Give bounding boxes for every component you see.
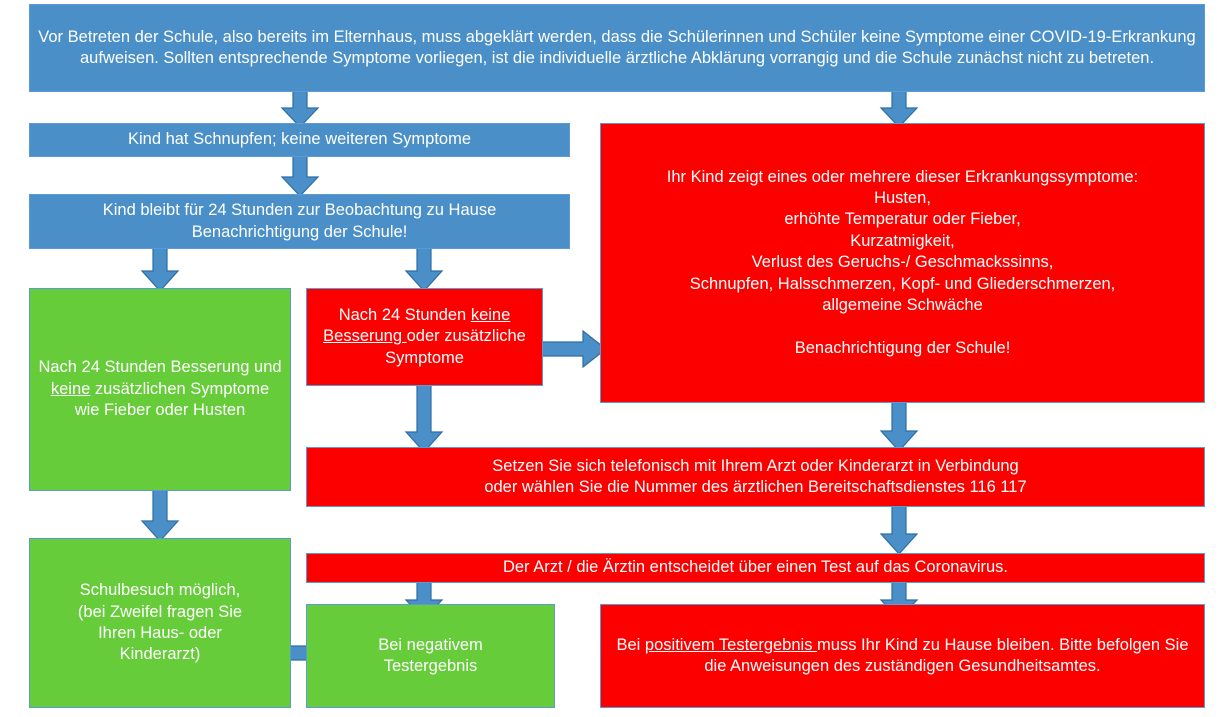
node-bleibt-zuhause[interactable]: Kind bleibt für 24 Stunden zur Beobachtu… (29, 194, 570, 249)
node-besserung-underlined: keine (50, 379, 91, 398)
arrow-symptome-to-arzt (879, 399, 919, 452)
node-positiv-part1: Bei (616, 635, 645, 654)
node-keine-besserung-underlined: keine Besserung (323, 305, 511, 346)
node-arzt-anrufen-line2: oder wählen Sie die Nummer des ärztliche… (484, 478, 1027, 496)
node-bleibt-zuhause-line1: Kind bleibt für 24 Stunden zur Beobachtu… (102, 201, 497, 220)
node-besserung[interactable]: Nach 24 Stunden Besserung und keine zusä… (29, 288, 291, 491)
node-negativ-line1: Bei negativem (378, 635, 483, 654)
arrow-intro-to-symptome (879, 85, 919, 128)
node-symptome-item-4: Schnupfen, Halsschmerzen, Kopf- und Glie… (689, 274, 1116, 293)
arrow-schnupfen-to-bleibt (280, 154, 320, 197)
arrow-bleibt-to-keine-besserung (404, 245, 444, 292)
node-schulbesuch-line1: Schulbesuch möglich, (79, 581, 241, 600)
arrow-arzt-to-entscheidet (879, 504, 919, 555)
node-symptome-item-1: erhöhte Temperatur oder Fieber, (784, 210, 1021, 229)
node-besserung-part2: zusätzlichen Symptome wie Fieber oder Hu… (74, 379, 270, 420)
arrow-bleibt-to-besserung (140, 245, 180, 292)
arrow-besserung-to-schulbesuch (140, 489, 180, 542)
node-symptome-heading: Ihr Kind zeigt eines oder mehrere dieser… (666, 167, 1139, 186)
arrow-intro-to-schnupfen (280, 85, 320, 128)
node-besserung-part1: Nach 24 Stunden Besserung und (38, 358, 282, 377)
node-arzt-entscheidet-label: Der Arzt / die Ärztin entscheidet über e… (502, 558, 1009, 577)
arrow-keine-besserung-to-arzt (404, 384, 444, 453)
node-arzt-anrufen[interactable]: Setzen Sie sich telefonisch mit Ihrem Ar… (306, 447, 1205, 507)
node-schulbesuch-line2: (bei Zweifel fragen Sie (77, 602, 243, 621)
node-bleibt-zuhause-line2: Benachrichtigung der Schule! (191, 222, 408, 241)
node-negativ-line2: Testergebnis (383, 657, 478, 675)
node-symptome-item-5: allgemeine Schwäche (822, 296, 983, 315)
node-symptome-item-2: Kurzatmigkeit, (850, 231, 955, 250)
node-intro-label: Vor Betreten der Schule, also bereits im… (38, 27, 1196, 67)
node-symptome[interactable]: Ihr Kind zeigt eines oder mehrere dieser… (600, 123, 1205, 403)
node-schulbesuch-line4: Kinderarzt) (119, 645, 201, 664)
node-schnupfen-label: Kind hat Schnupfen; keine weiteren Sympt… (127, 130, 472, 149)
node-keine-besserung-part1: Nach 24 Stunden (338, 305, 471, 324)
node-arzt-entscheidet[interactable]: Der Arzt / die Ärztin entscheidet über e… (306, 553, 1205, 583)
node-negativ[interactable]: Bei negativem Testergebnis (306, 604, 555, 708)
node-schnupfen[interactable]: Kind hat Schnupfen; keine weiteren Sympt… (29, 123, 570, 157)
node-schulbesuch[interactable]: Schulbesuch möglich, (bei Zweifel fragen… (29, 538, 291, 708)
node-symptome-item-3: Verlust des Geruchs-/ Geschmackssinns, (751, 253, 1054, 272)
node-keine-besserung[interactable]: Nach 24 Stunden keine Besserung oder zus… (306, 288, 543, 386)
node-positiv[interactable]: Bei positivem Testergebnis muss Ihr Kind… (600, 604, 1205, 708)
arrow-keine-besserung-to-symptome (540, 329, 607, 369)
node-schulbesuch-line3: Ihren Haus- oder (98, 624, 222, 642)
node-positiv-part2: muss Ihr Kind zu Hause bleiben. Bitte be… (704, 635, 1189, 675)
node-symptome-item-0: Husten, (874, 188, 931, 207)
node-positiv-underlined: positivem Testergebnis (644, 635, 818, 654)
node-symptome-footer: Benachrichtigung der Schule! (794, 339, 1011, 358)
node-keine-besserung-part2: oder zusätzliche Symptome (385, 327, 526, 367)
node-intro[interactable]: Vor Betreten der Schule, also bereits im… (29, 4, 1205, 92)
node-arzt-anrufen-line1: Setzen Sie sich telefonisch mit Ihrem Ar… (492, 456, 1019, 475)
